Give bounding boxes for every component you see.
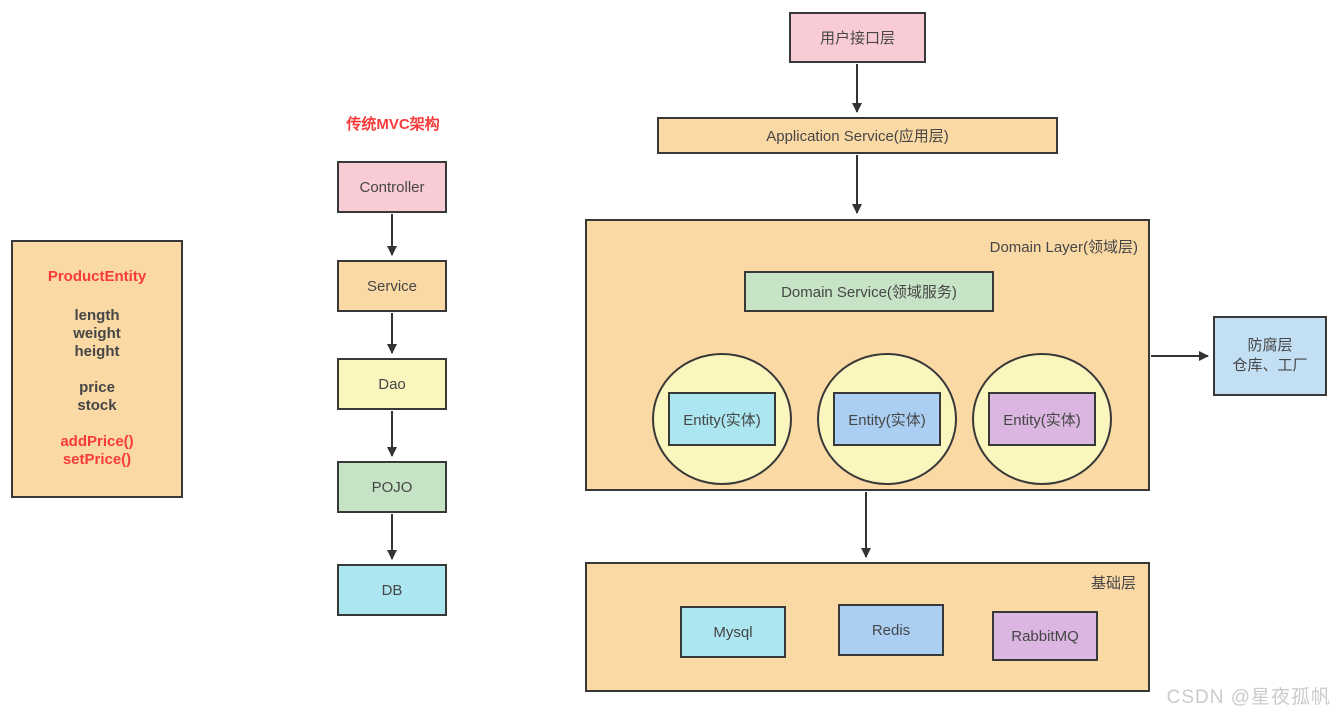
product-entity-field-price: price [79,379,115,396]
mvc-node-dao-label: Dao [378,375,406,393]
mvc-node-service: Service [337,260,447,312]
product-entity-field-weight: weight [73,325,121,342]
infra-node-rabbitmq-label: RabbitMQ [1011,627,1079,645]
infrastructure-layer-label: 基础层 [1090,575,1136,592]
application-service-box: Application Service(应用层) [657,117,1058,154]
mvc-node-dao: Dao [337,358,447,410]
csdn-watermark: CSDN @星夜孤帆 [1166,687,1331,708]
product-entity-field-length: length [74,307,120,324]
entity-label-1: Entity(实体) [683,411,761,429]
infra-node-mysql: Mysql [680,606,786,658]
entity-box-1: Entity(实体) [668,392,776,446]
mvc-node-controller: Controller [337,161,447,213]
entity-label-3: Entity(实体) [1003,411,1081,429]
product-entity-field-height: height [74,343,120,360]
user-interface-layer-label: 用户接口层 [819,30,895,47]
mvc-node-pojo: POJO [337,461,447,513]
mvc-node-db-label: DB [381,581,403,599]
product-entity-title: ProductEntity [47,268,147,285]
application-service-label: Application Service(应用层) [766,128,949,145]
infra-node-mysql-label: Mysql [713,623,753,641]
entity-box-3: Entity(实体) [988,392,1096,446]
domain-layer-box: Domain Layer(领域层) Domain Service(领域服务) E… [585,219,1150,491]
anti-corruption-layer-line1: 防腐层 [1247,337,1293,354]
mvc-node-pojo-label: POJO [371,478,413,496]
anti-corruption-layer-box: 防腐层 仓库、工厂 [1213,316,1327,396]
entity-label-2: Entity(实体) [848,411,926,429]
product-entity-method-setprice: setPrice() [62,451,132,468]
anti-corruption-layer-line2: 仓库、工厂 [1232,357,1308,374]
mvc-node-service-label: Service [366,277,418,295]
mvc-node-db: DB [337,564,447,616]
product-entity-box: ProductEntity length weight height price… [11,240,183,498]
domain-service-box: Domain Service(领域服务) [744,271,994,312]
infra-node-redis-label: Redis [871,621,911,639]
user-interface-layer-box: 用户接口层 [789,12,926,63]
infra-node-redis: Redis [838,604,944,656]
product-entity-field-stock: stock [77,397,117,414]
mvc-node-controller-label: Controller [359,178,425,196]
infrastructure-layer-box: 基础层 Mysql Redis RabbitMQ [585,562,1150,692]
domain-layer-label: Domain Layer(领域层) [989,239,1138,256]
product-entity-method-addprice: addPrice() [60,433,134,450]
mvc-title: 传统MVC架构 [346,116,440,133]
domain-service-label: Domain Service(领域服务) [781,284,957,301]
entity-box-2: Entity(实体) [833,392,941,446]
infra-node-rabbitmq: RabbitMQ [992,611,1098,661]
